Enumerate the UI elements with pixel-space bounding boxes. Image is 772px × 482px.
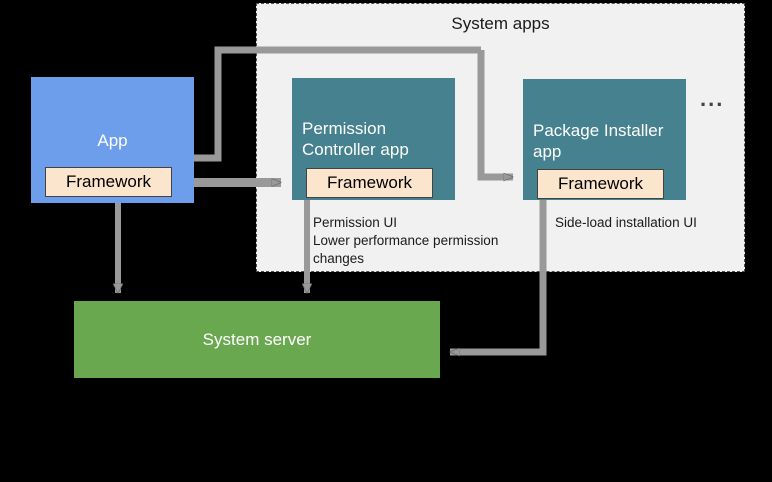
node-package-installer-label: Package Installer app (533, 121, 664, 161)
edge-system-apps-to-app-framework (194, 46, 481, 162)
caption-permission-controller: Permission UI Lower performance permissi… (313, 214, 528, 268)
edge-package-installer-to-system-server (450, 200, 547, 352)
node-package-installer-framework[interactable]: Framework (537, 169, 664, 199)
node-system-server[interactable]: System server (74, 301, 440, 378)
edge-permission-controller-to-package-installer (477, 50, 513, 177)
caption-package-installer: Side-load installation UI (555, 214, 745, 232)
node-permission-controller-framework[interactable]: Framework (306, 168, 433, 198)
caption-permission-controller-line-1: Permission UI (313, 215, 398, 230)
node-app-framework[interactable]: Framework (45, 167, 172, 197)
caption-permission-controller-line-2: Lower performance permission changes (313, 233, 499, 266)
node-permission-controller-label: Permission Controller app (302, 119, 409, 159)
node-app-label: App (97, 131, 128, 150)
node-system-server-label: System server (202, 330, 312, 349)
system-apps-label: System apps (451, 14, 550, 33)
caption-package-installer-line-1: Side-load installation UI (555, 215, 697, 230)
more-apps-ellipsis-icon: ... (700, 86, 725, 111)
